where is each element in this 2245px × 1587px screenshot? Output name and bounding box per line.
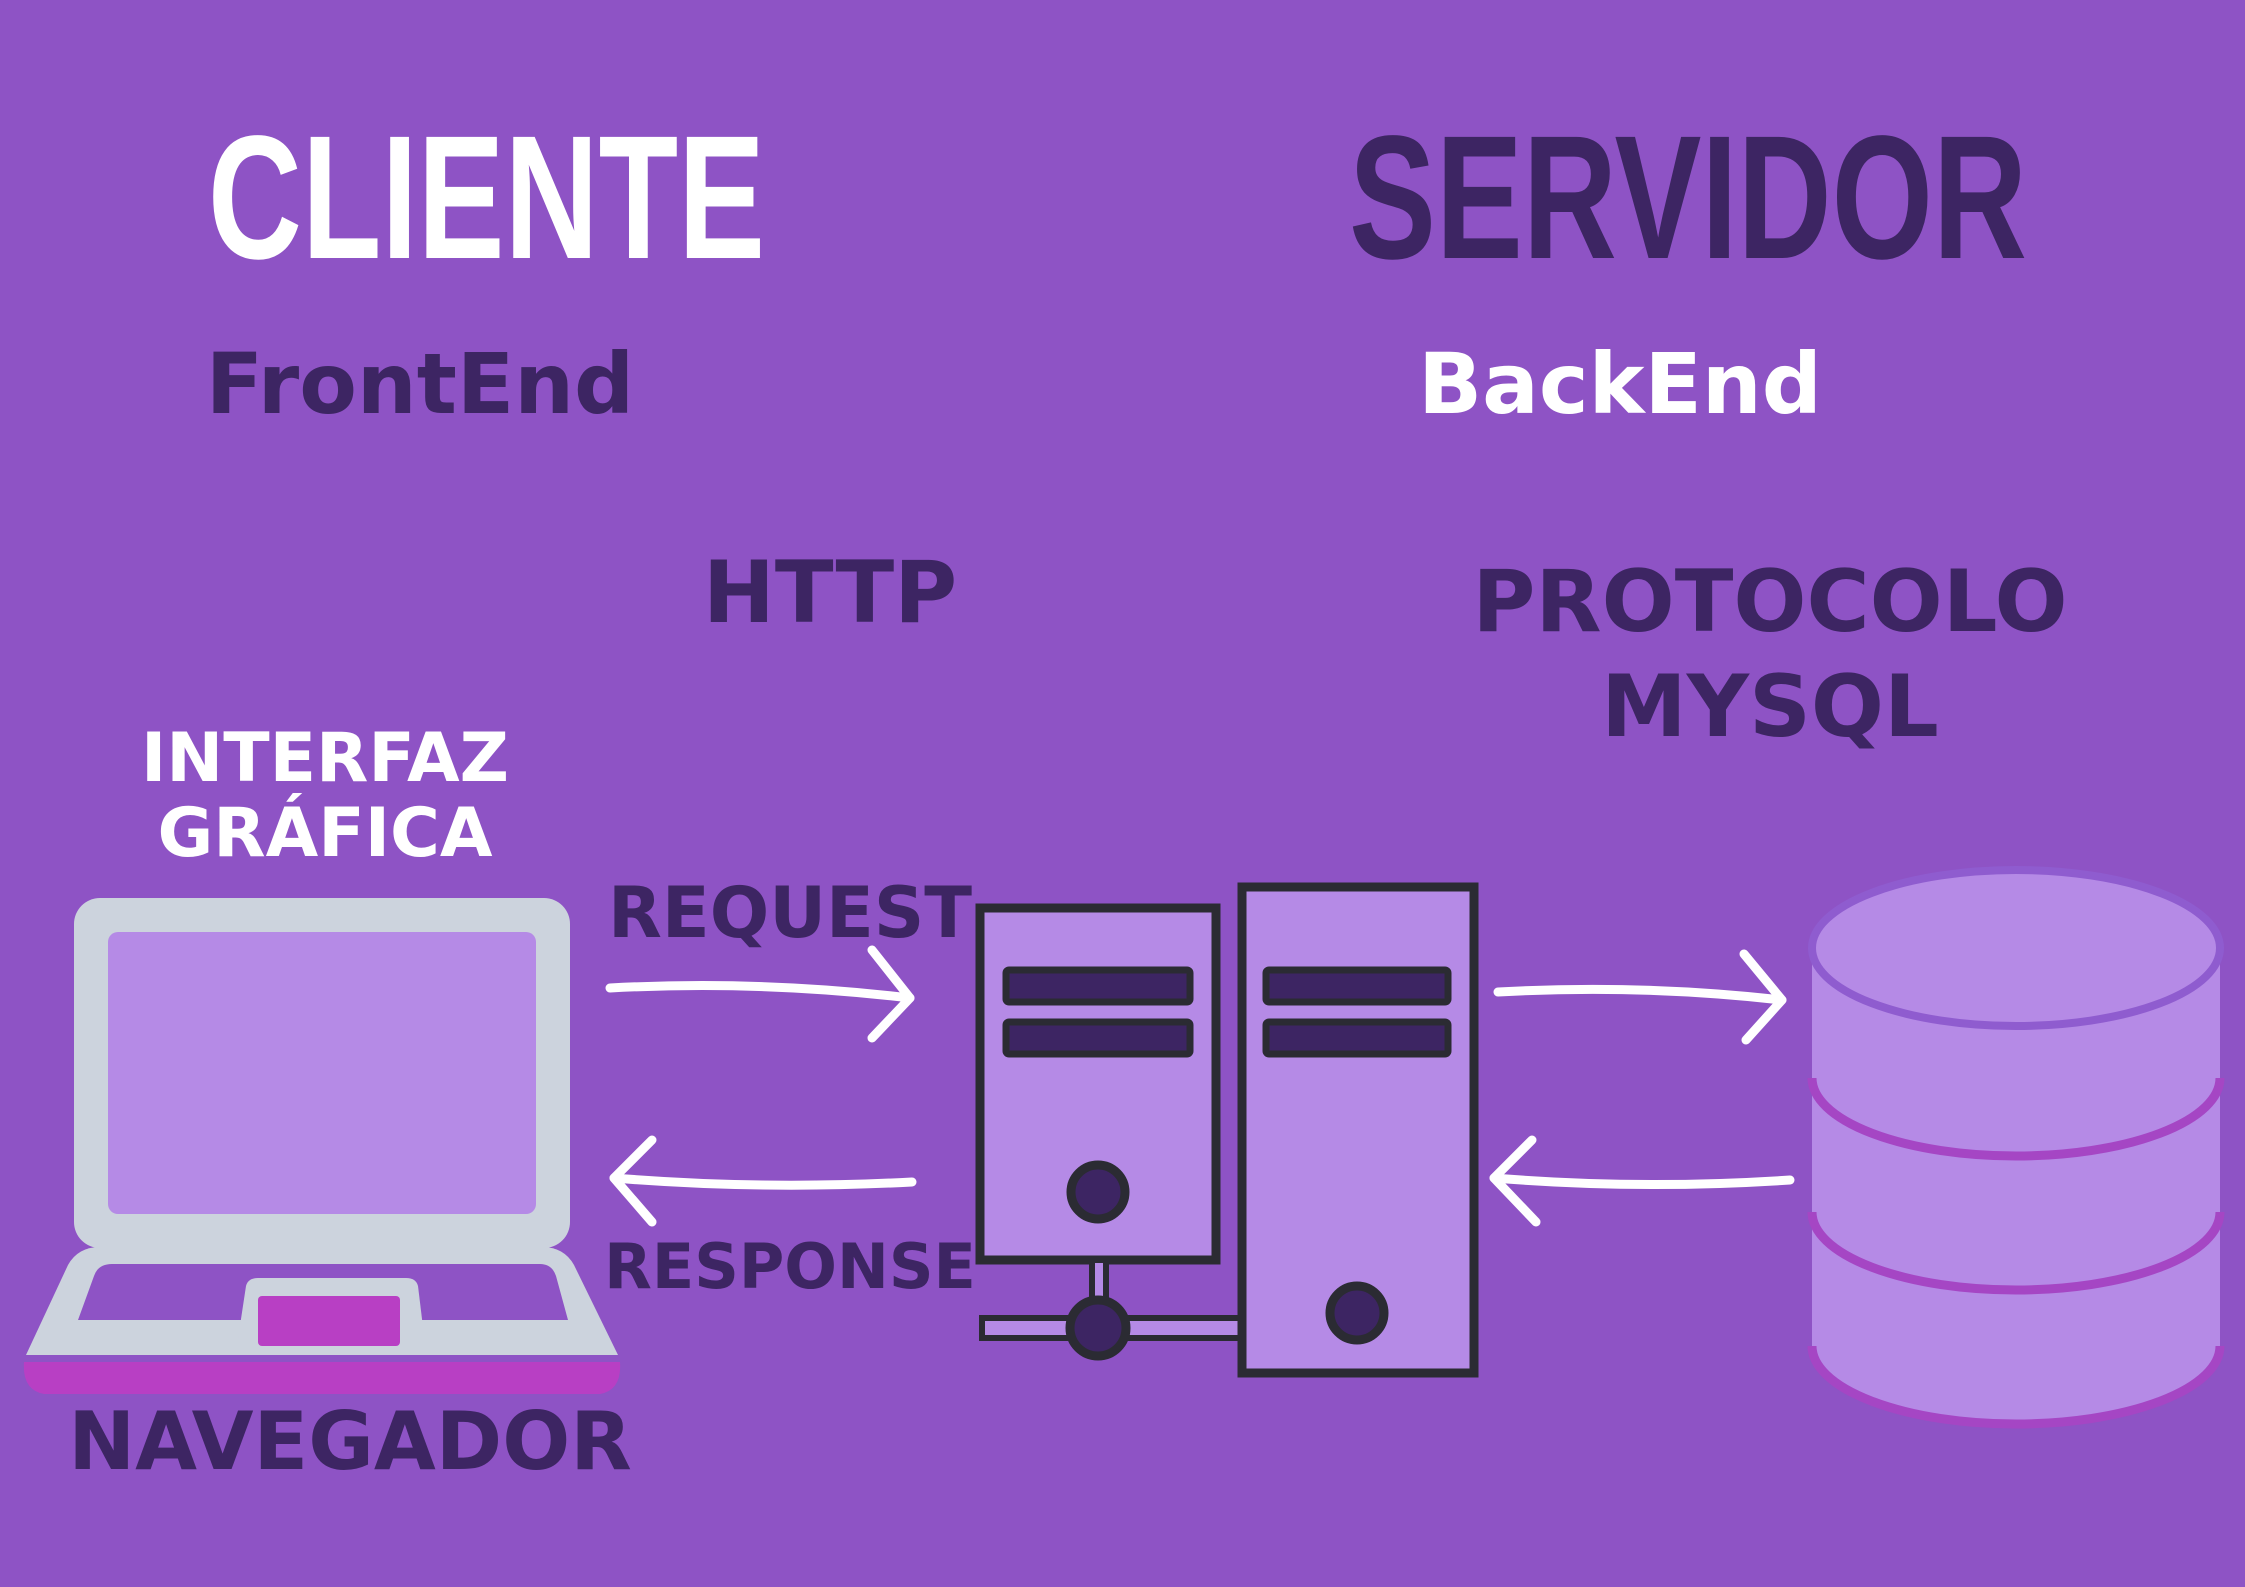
http-label: HTTP (702, 543, 958, 643)
client-title: CLIENTE (110, 110, 765, 286)
arrow-right-icon (1493, 949, 1787, 1045)
mysql-protocol-line1: PROTOCOLO (1472, 552, 2068, 652)
mysql-protocol-label: PROTOCOLO MYSQL (1420, 550, 2120, 760)
arrow-left-icon (609, 1135, 917, 1227)
arrow-right-icon (605, 945, 915, 1043)
server-title: SERVIDOR (1230, 110, 2030, 286)
graphic-interface-label: INTERFAZ GRÁFICA (100, 719, 550, 873)
graphic-interface-line1: INTERFAZ (141, 719, 509, 798)
graphic-interface-line2: GRÁFICA (157, 793, 493, 873)
server-title-text: SERVIDOR (1349, 100, 2028, 296)
frontend-subtitle: FrontEnd (205, 335, 635, 433)
arrow-left-icon (1489, 1135, 1795, 1227)
backend-subtitle: BackEnd (1418, 335, 1822, 433)
laptop-icon (23, 898, 621, 1394)
browser-label: NAVEGADOR (68, 1395, 632, 1488)
response-label: RESPONSE (604, 1230, 976, 1303)
server-icon (975, 882, 1479, 1378)
client-title-text: CLIENTE (207, 100, 766, 296)
database-icon (1807, 866, 2225, 1429)
mysql-protocol-line2: MYSQL (1601, 656, 1939, 757)
request-label: REQUEST (607, 872, 973, 954)
